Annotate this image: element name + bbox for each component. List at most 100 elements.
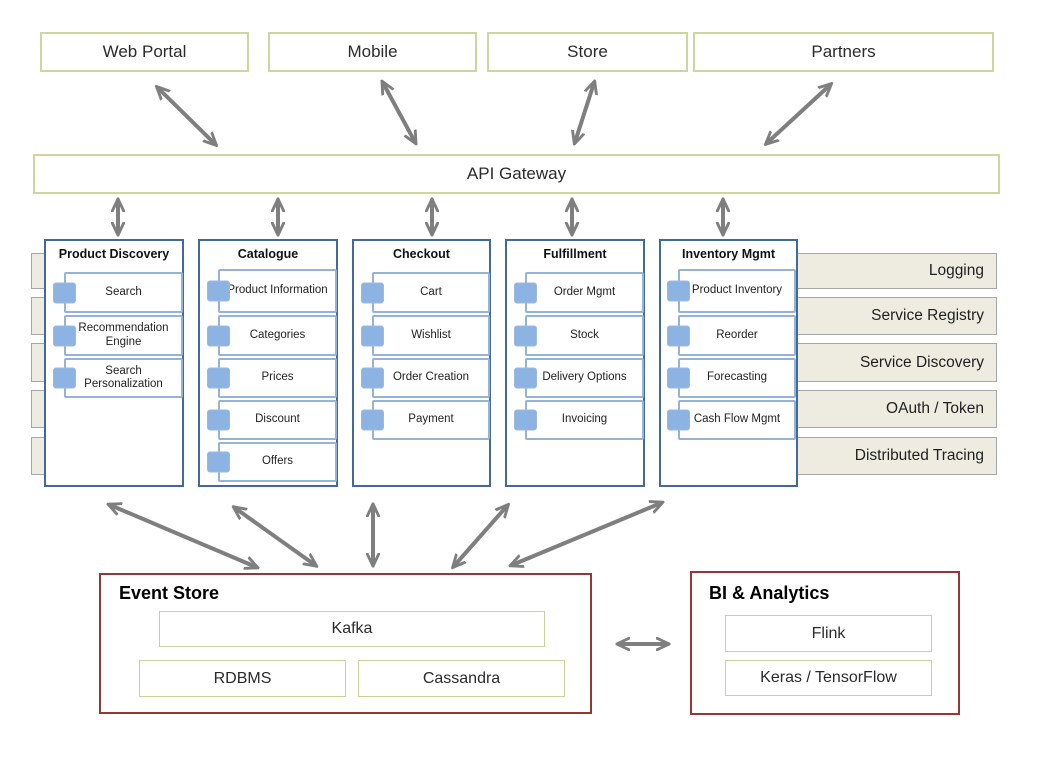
service-item-label: Categories xyxy=(249,328,306,341)
bullet-icon xyxy=(207,280,230,302)
bullet-icon xyxy=(514,367,537,389)
bullet-icon xyxy=(514,409,537,431)
service-item-label: Search xyxy=(105,285,142,298)
client-box-web-portal: Web Portal xyxy=(40,32,249,72)
service-item-label: Invoicing xyxy=(561,413,608,426)
bullet-icon xyxy=(514,282,537,303)
event-store-box: Event Store Kafka RDBMS Cassandra xyxy=(99,573,592,714)
platform-service-discovery: Service Discovery xyxy=(797,343,997,382)
service-item-label: Wishlist xyxy=(411,328,451,341)
cassandra-box: Cassandra xyxy=(358,660,565,697)
client-box-mobile: Mobile xyxy=(268,32,477,72)
service-column-title: Fulfillment xyxy=(543,247,607,261)
bullet-icon xyxy=(53,282,76,303)
connector-arrow xyxy=(767,85,830,143)
bullet-icon xyxy=(361,282,384,303)
client-label: Mobile xyxy=(347,42,398,61)
service-item: Wishlist xyxy=(361,315,490,356)
service-item: Delivery Options xyxy=(514,358,644,398)
platform-service-stub xyxy=(31,297,45,335)
flink-box: Flink xyxy=(725,615,932,652)
platform-service-stub xyxy=(31,343,45,382)
bullet-icon xyxy=(514,325,537,346)
service-item-label: Product Information xyxy=(227,284,328,297)
keras-tensorflow-box: Keras / TensorFlow xyxy=(725,660,932,696)
service-item-label: Stock xyxy=(570,328,599,341)
service-item-label: Forecasting xyxy=(706,371,768,384)
service-item: Prices xyxy=(207,358,337,398)
service-item-label: Discount xyxy=(255,413,300,426)
bullet-icon xyxy=(53,325,76,346)
service-item-label: Offers xyxy=(261,455,294,468)
api-gateway-label: API Gateway xyxy=(466,164,567,183)
service-item-label: Product Inventory xyxy=(691,284,783,297)
platform-service-label: Logging xyxy=(928,262,984,279)
event-store-title: Event Store xyxy=(119,583,220,603)
keras-tensorflow-label: Keras / TensorFlow xyxy=(760,669,897,686)
client-label: Store xyxy=(567,42,608,61)
connector-arrow xyxy=(575,83,594,142)
service-item-label: Prices xyxy=(261,371,294,384)
service-column-title: Product Discovery xyxy=(58,247,170,261)
service-item: Order Mgmt xyxy=(514,272,644,313)
client-label: Web Portal xyxy=(102,42,187,61)
service-item-label: Order Mgmt xyxy=(553,285,616,298)
service-item: Cart xyxy=(361,272,490,313)
bullet-icon xyxy=(667,367,690,389)
cassandra-label: Cassandra xyxy=(422,669,501,687)
rdbms-label: RDBMS xyxy=(213,669,272,687)
service-item: Search xyxy=(53,272,183,313)
service-item-label: Payment xyxy=(408,413,454,426)
platform-service-tracing: Distributed Tracing xyxy=(797,437,997,475)
api-gateway-box: API Gateway xyxy=(33,154,1000,194)
service-item-label: Order Creation xyxy=(392,371,470,384)
platform-service-stub xyxy=(31,390,45,428)
connector-arrow xyxy=(454,506,507,566)
service-item-label: Cash Flow Mgmt xyxy=(693,413,781,426)
client-box-store: Store xyxy=(487,32,688,72)
connector-arrow xyxy=(512,503,661,565)
service-item: Forecasting xyxy=(667,358,796,398)
platform-service-logging: Logging xyxy=(797,253,997,289)
bullet-icon xyxy=(53,367,76,389)
service-item: Discount xyxy=(207,400,337,440)
service-column-title: Catalogue xyxy=(237,247,299,261)
service-column-title: Inventory Mgmt xyxy=(681,247,776,261)
client-label: Partners xyxy=(811,42,876,61)
platform-service-stub xyxy=(31,437,45,475)
bullet-icon xyxy=(361,409,384,431)
service-item: Search Personalization xyxy=(53,358,183,398)
platform-service-label: Service Registry xyxy=(871,307,984,324)
bi-analytics-title: BI & Analytics xyxy=(709,583,830,603)
service-item-label: Recommendation Engine xyxy=(78,322,169,348)
service-column-fulfillment: Fulfillment Order Mgmt Stock Delivery Op… xyxy=(505,239,645,487)
connector-arrow xyxy=(158,88,215,144)
bullet-icon xyxy=(207,451,230,473)
bullet-icon xyxy=(667,280,690,302)
service-item: Reorder xyxy=(667,315,796,356)
service-item: Cash Flow Mgmt xyxy=(667,400,796,440)
bi-analytics-box: BI & Analytics Flink Keras / TensorFlow xyxy=(690,571,960,715)
client-box-partners: Partners xyxy=(693,32,994,72)
bullet-icon xyxy=(361,325,384,346)
service-column-checkout: Checkout Cart Wishlist Order Creation Pa… xyxy=(352,239,491,487)
connector-arrow xyxy=(235,508,315,565)
service-item: Offers xyxy=(207,442,337,482)
service-item: Product Information xyxy=(207,269,337,313)
service-column-title: Checkout xyxy=(393,247,450,261)
service-column-product-discovery: Product Discovery Search Recommendation … xyxy=(44,239,184,487)
service-item: Recommendation Engine xyxy=(53,315,183,356)
service-item: Stock xyxy=(514,315,644,356)
platform-service-oauth: OAuth / Token xyxy=(797,390,997,428)
connector-arrow xyxy=(383,83,415,142)
platform-service-stub xyxy=(31,253,45,289)
service-item: Product Inventory xyxy=(667,269,796,313)
kafka-label: Kafka xyxy=(331,620,373,637)
bullet-icon xyxy=(667,325,690,346)
service-item: Invoicing xyxy=(514,400,644,440)
bullet-icon xyxy=(207,409,230,431)
service-item: Categories xyxy=(207,315,337,356)
service-column-inventory-mgmt: Inventory Mgmt Product Inventory Reorder… xyxy=(659,239,798,487)
connector-arrow xyxy=(110,505,256,567)
